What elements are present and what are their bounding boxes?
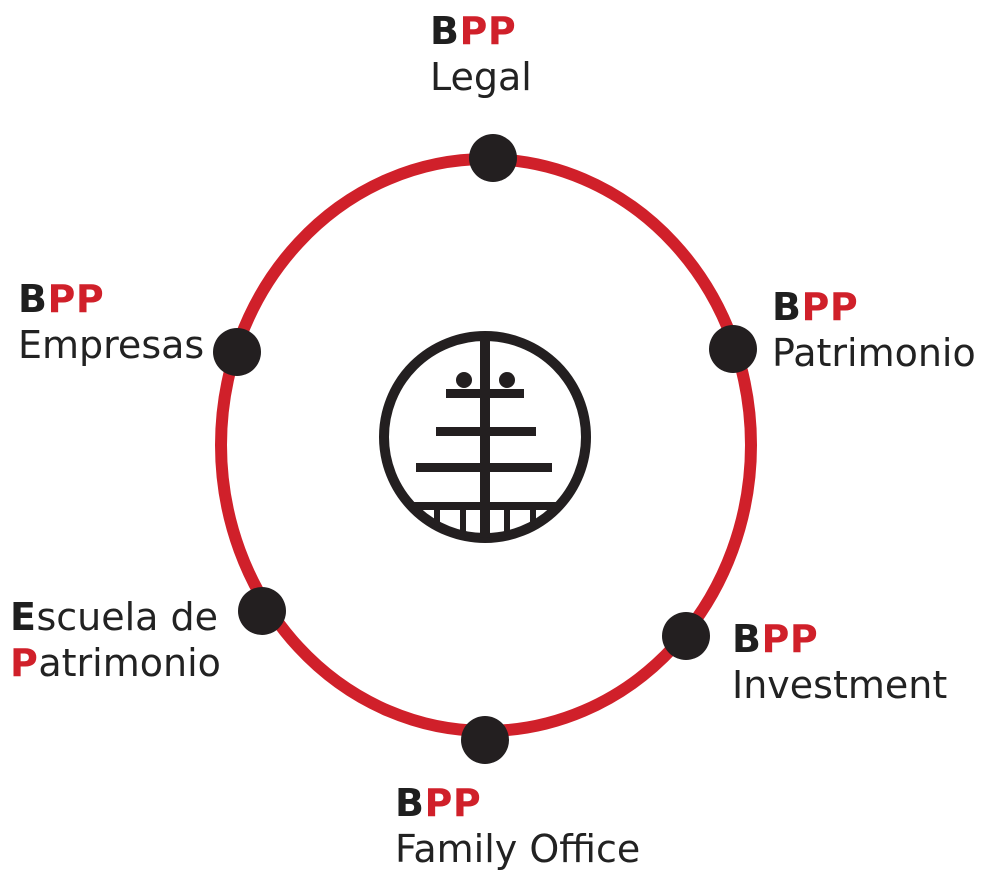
node-escuela[interactable] [238, 587, 286, 635]
brand-mark: BPP [732, 616, 947, 662]
initial-p: P [10, 641, 39, 685]
brand-pp: PP [459, 9, 517, 53]
brand-b: B [430, 9, 460, 53]
label-name: Empresas [18, 323, 205, 367]
brand-mark: BPP [18, 276, 204, 322]
brand-pp: PP [761, 617, 819, 661]
label-patrimonio: BPP Patrimonio [772, 284, 976, 376]
patrimonio-rest: atrimonio [38, 641, 221, 685]
brand-mark: BPP [395, 780, 640, 826]
node-investment[interactable] [662, 612, 710, 660]
label-name: Patrimonio [772, 331, 976, 375]
family-tree-emblem-icon [379, 331, 591, 543]
label-investment: BPP Investment [732, 616, 947, 708]
label-family-office: BPP Family Office [395, 780, 640, 872]
label-legal: BPP Legal [430, 8, 532, 100]
initial-e: E [10, 595, 37, 639]
brand-pp: PP [801, 285, 859, 329]
label-escuela: Escuela de Patrimonio [10, 594, 221, 686]
node-family-office[interactable] [461, 716, 509, 764]
brand-mark: BPP [430, 8, 532, 54]
brand-b: B [18, 277, 48, 321]
brand-pp: PP [424, 781, 482, 825]
label-name: Investment [732, 663, 948, 707]
label-empresas: BPP Empresas [18, 276, 204, 368]
escuela-rest: scuela de [36, 595, 219, 639]
brand-mark: BPP [772, 284, 976, 330]
brand-b: B [732, 617, 762, 661]
label-name: Family Office [395, 827, 641, 871]
brand-b: B [395, 781, 425, 825]
escuela-line-1: Escuela de [10, 594, 221, 640]
node-patrimonio[interactable] [709, 325, 757, 373]
brand-pp: PP [47, 277, 105, 321]
escuela-line-2: Patrimonio [10, 640, 221, 686]
node-empresas[interactable] [213, 328, 261, 376]
label-name: Legal [430, 55, 532, 99]
node-legal[interactable] [469, 134, 517, 182]
brand-b: B [772, 285, 802, 329]
